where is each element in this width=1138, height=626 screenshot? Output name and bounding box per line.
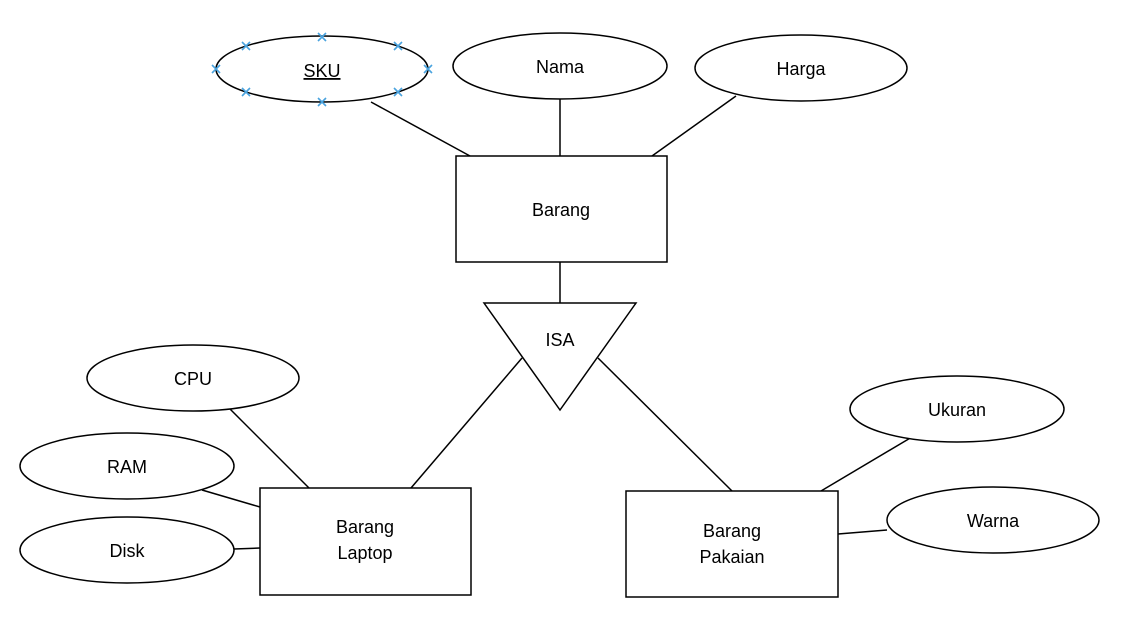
edge-harga-barang <box>651 95 737 157</box>
edge-disk-laptop <box>233 547 261 550</box>
attribute-disk[interactable]: Disk <box>19 516 235 584</box>
selection-handle-top[interactable] <box>317 32 327 42</box>
attribute-ram-label: RAM <box>107 457 147 477</box>
entity-barang-box <box>455 155 668 263</box>
attribute-cpu[interactable]: CPU <box>86 344 300 412</box>
attribute-sku-label: SKU <box>303 61 340 81</box>
entity-barang-laptop[interactable]: Barang Laptop <box>259 487 472 596</box>
selection-handle-right[interactable] <box>423 64 433 74</box>
attribute-ram-ellipse <box>19 432 235 500</box>
entity-barang-laptop-label-line1: Barang <box>336 517 394 537</box>
connectors <box>201 95 913 550</box>
attribute-sku[interactable]: SKU <box>211 32 433 107</box>
edge-isa-laptop <box>410 357 523 489</box>
entity-barang[interactable]: Barang <box>455 155 668 263</box>
attribute-warna[interactable]: Warna <box>886 486 1100 554</box>
attribute-warna-ellipse <box>886 486 1100 554</box>
attribute-ukuran-ellipse <box>849 375 1065 443</box>
attribute-nama[interactable]: Nama <box>452 32 668 100</box>
entity-barang-laptop-box <box>259 487 472 596</box>
attribute-harga[interactable]: Harga <box>694 34 908 102</box>
entity-barang-pakaian-box <box>625 490 839 598</box>
entity-barang-pakaian[interactable]: Barang Pakaian <box>625 490 839 598</box>
isa-triangle-shape <box>482 302 638 412</box>
edge-isa-pakaian <box>597 357 733 492</box>
selection-handle-bottom[interactable] <box>317 97 327 107</box>
entity-barang-pakaian-label-line2: Pakaian <box>699 547 764 567</box>
attribute-disk-label: Disk <box>110 541 146 561</box>
selection-handle-bottom-right[interactable] <box>393 87 403 97</box>
selection-handle-left[interactable] <box>211 64 221 74</box>
selection-handle-bottom-left[interactable] <box>241 87 251 97</box>
selection-handle-top-left[interactable] <box>241 41 251 51</box>
entity-barang-pakaian-label-line1: Barang <box>703 521 761 541</box>
entity-barang-label: Barang <box>532 200 590 220</box>
attribute-nama-label: Nama <box>536 57 585 77</box>
attribute-disk-ellipse <box>19 516 235 584</box>
edge-sku-barang <box>370 101 471 157</box>
selection-handles[interactable] <box>211 32 433 107</box>
attribute-cpu-label: CPU <box>174 369 212 389</box>
edge-ukuran-pakaian <box>820 436 913 492</box>
selection-handle-top-right[interactable] <box>393 41 403 51</box>
isa-label: ISA <box>545 330 574 350</box>
attribute-cpu-ellipse <box>86 344 300 412</box>
attribute-nama-ellipse <box>452 32 668 100</box>
edge-cpu-laptop <box>228 407 310 489</box>
attribute-harga-ellipse <box>694 34 908 102</box>
attribute-warna-label: Warna <box>967 511 1020 531</box>
edge-warna-pakaian <box>837 529 888 535</box>
attribute-harga-label: Harga <box>776 59 826 79</box>
isa-triangle[interactable]: ISA <box>482 302 638 412</box>
entity-barang-laptop-label-line2: Laptop <box>337 543 392 563</box>
edge-ram-laptop <box>201 489 261 508</box>
attribute-ram[interactable]: RAM <box>19 432 235 500</box>
attribute-ukuran[interactable]: Ukuran <box>849 375 1065 443</box>
attribute-ukuran-label: Ukuran <box>928 400 986 420</box>
